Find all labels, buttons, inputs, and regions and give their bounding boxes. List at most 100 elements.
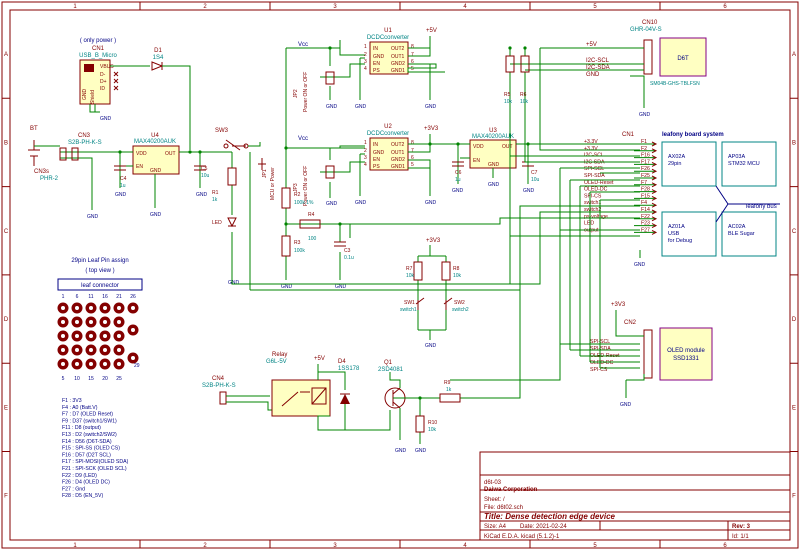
u2-pin-out2: OUT2	[391, 142, 405, 148]
leaf-bottom-number: 5	[62, 376, 65, 382]
u3-en: EN	[473, 158, 480, 164]
relay-driver: CN4 S2B-PH-K-S Relay G6L-5V +5V D4 1SS17…	[202, 236, 521, 454]
power-switch-section: SW3 R1 1k LED GND JP1 MCU or Power	[212, 128, 276, 286]
leafony-pin-arrow	[651, 141, 658, 147]
leaf-pad-hole	[89, 306, 93, 310]
leaf-pad-hole	[61, 334, 65, 338]
leaf-legend-line: F11 : D8 (output)	[62, 425, 101, 431]
d1-value: 1S4	[153, 55, 164, 61]
leafony-pin-label: OLED-DC	[584, 187, 608, 193]
leaf-pad-hole	[103, 334, 107, 338]
leafony-pin-arrow	[651, 155, 658, 161]
dcdc-u1-section: Vcc JP2 Power ON or OFF GND U1 DCDCconve…	[284, 28, 445, 150]
leafony-pin-arrow	[651, 216, 658, 222]
u2-pin-out1: OUT1	[391, 150, 405, 156]
gnd-label-jp2: GND	[326, 104, 338, 110]
leaf-assign-subtitle: ( top view )	[85, 268, 114, 274]
jp2-ref: JP2	[293, 89, 299, 98]
leaf-pad-hole	[61, 362, 65, 366]
tb-sheet: Sheet: /	[484, 497, 505, 503]
leaf-pad-hole	[89, 334, 93, 338]
gnd-label-sw: GND	[425, 343, 437, 349]
q1-ref: Q1	[384, 360, 393, 366]
leaf-pad-hole	[117, 306, 121, 310]
gnd-label-u1b: GND	[425, 104, 437, 110]
leafony-pin-arrow	[651, 223, 658, 229]
leafony-block-line2: STM32 MCU	[728, 161, 760, 167]
cn1-note: ( only power )	[80, 38, 116, 44]
leafony-pin-label: switch1	[584, 200, 601, 206]
leafony-pin-arrow	[651, 161, 658, 167]
u2-num-1: 1	[364, 140, 367, 146]
u1-pin-out1: OUT1	[391, 54, 405, 60]
leaf-pad-hole	[89, 348, 93, 352]
r5-value: 10k	[504, 99, 513, 105]
c3-value: 0.1u	[344, 255, 354, 261]
u4-gnd: GND	[150, 168, 162, 174]
c6-value: 1u	[455, 177, 461, 183]
leaf-pad-hole	[75, 348, 79, 352]
leaf-pad-hole	[75, 306, 79, 310]
resistor-r10	[415, 415, 425, 433]
leaf-legend-line: F14 : D56 (D6T-SDA)	[62, 439, 112, 445]
resistor-r9	[439, 393, 461, 403]
leaf-legend-line: F26 : D4 (OLED DC)	[62, 480, 110, 486]
resistor-r8	[441, 261, 451, 281]
jp3-value: Power ON or OFF	[303, 166, 309, 206]
leaf-top-number: 26	[130, 294, 136, 300]
vcc-label-mid: Vcc	[298, 136, 308, 142]
leaf-pad-hole	[61, 320, 65, 324]
u2-num-3: 3	[364, 155, 367, 161]
jp1-value: MCU or Power	[270, 167, 276, 200]
title-block: d6t-03 Daiwa Corporation Sheet: / File: …	[479, 451, 791, 541]
u2-pin-gnd2: GND2	[391, 157, 405, 163]
resistor-r3	[281, 235, 291, 257]
gnd-label-r3: GND	[281, 284, 293, 290]
resistor-r4	[299, 219, 321, 229]
leafony-pin-arrow	[651, 175, 658, 181]
gnd-label-c4: GND	[115, 192, 127, 198]
frame-col-label: 3	[333, 4, 337, 10]
u1-num-8: 8	[411, 44, 414, 50]
usb-power-input: ( only power ) CN1 USB_B_Micro VBUS D- D…	[79, 38, 191, 150]
dcdc-u2-section: Vcc JP3 Power ON or OFF GND U2 DCDCconve…	[286, 124, 640, 207]
id-pin-label: ID	[100, 86, 105, 92]
frame-col-label: 4	[463, 4, 467, 10]
leafony-pin-label: SPI-SCL	[584, 166, 604, 172]
cn10-connector	[643, 39, 653, 75]
r2-value: 100k 1%	[294, 200, 314, 206]
frame-col-label: 1	[73, 543, 77, 549]
leaf-top-number: 11	[88, 294, 93, 300]
leaf-pad-hole	[61, 306, 65, 310]
c3-ref: C3	[344, 248, 351, 254]
leafony-pin-number: F23	[641, 221, 650, 227]
u1-num-5: 5	[411, 66, 414, 72]
gnd-label-u2b: GND	[425, 200, 437, 206]
leafony-pin-arrow	[651, 148, 658, 154]
gnd-label-bt: GND	[87, 214, 99, 220]
gnd-label-jp3: GND	[326, 201, 338, 207]
gnd-label-r10: GND	[415, 448, 427, 454]
v5-label-u1: +5V	[426, 28, 437, 34]
leafony-pin-label: SPI-CS	[584, 193, 602, 199]
r8-ref: R8	[453, 266, 460, 272]
leafony-block-line1: AZ01A	[668, 224, 685, 230]
relay-body	[271, 379, 331, 417]
u4-value: MAX40200AUK	[134, 139, 176, 145]
r3-ref: R3	[294, 240, 301, 246]
leafony-pin-number: F16	[641, 153, 650, 159]
u1-num-6: 6	[411, 59, 414, 65]
v3-label-sw: +3V3	[426, 238, 441, 244]
cn4-ref: CN4	[212, 376, 225, 382]
leafony-pin-arrow	[651, 189, 658, 195]
shield-pin-label: Shield	[90, 90, 96, 104]
d4-ref: D4	[338, 359, 346, 365]
sw2-value: switch2	[452, 307, 469, 313]
u1-pin-gnd1: GND1	[391, 68, 405, 74]
jp3-ref: JP3	[293, 183, 299, 192]
vbus-pin-label: VBUS	[100, 64, 114, 70]
leafony-pin-number: F7	[641, 180, 647, 186]
cn3s-value: PHR-2	[40, 176, 59, 182]
oled-module	[659, 327, 713, 381]
frame-row-label: C	[4, 229, 9, 235]
